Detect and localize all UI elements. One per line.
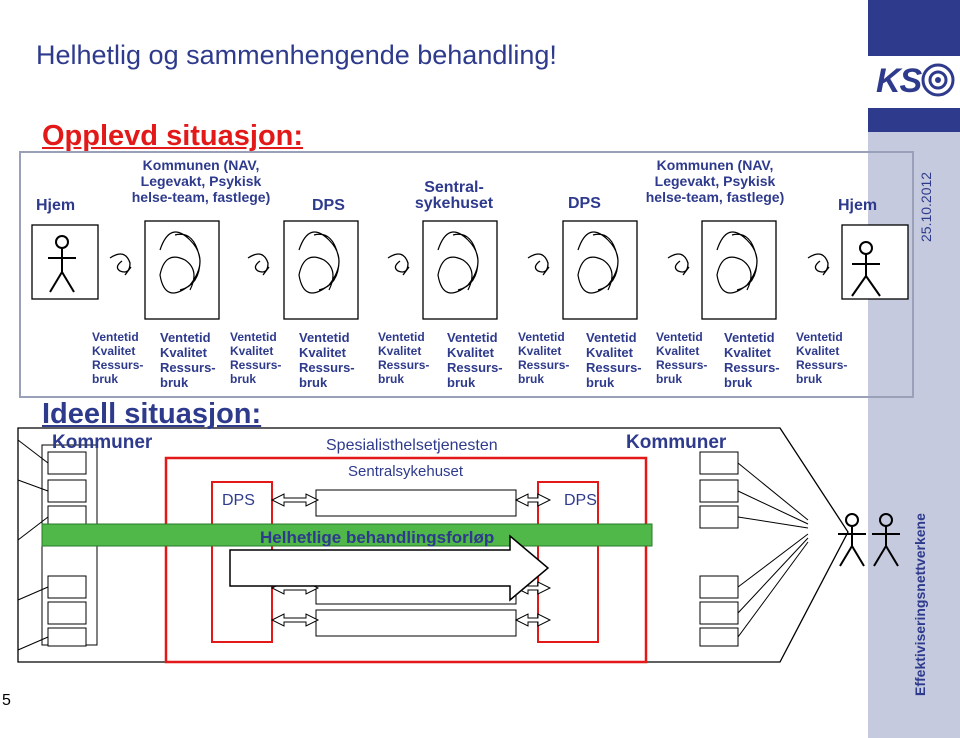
metric-line: Kvalitet [518,344,562,358]
station-line: helse-team, fastlege) [645,189,785,205]
metric-line: bruk [92,372,119,386]
metric-line: Ressurs- [378,358,430,372]
metric-line: Ventetid [230,330,277,344]
ideell-heading: Ideell situasjon: [42,398,262,430]
metric-line: bruk [447,375,476,390]
station-line: Kommunen (NAV, [142,157,260,173]
station-label: DPS [568,195,601,212]
kommuner-right-label: Kommuner [626,432,727,453]
station-label: Hjem [36,197,76,214]
station-line: Sentral- [424,179,484,196]
page-number: 5 [2,692,11,709]
metric-line: Kvalitet [586,345,633,360]
metric-line: Kvalitet [656,344,700,358]
metric-line: Ressurs- [586,360,642,375]
metric-line: Kvalitet [796,344,840,358]
metric-line: Ressurs- [656,358,708,372]
metric-line: bruk [656,372,683,386]
metric-line: Ventetid [724,330,775,345]
metric-line: bruk [378,372,405,386]
sidebar-mid-band [868,108,960,132]
metric-line: bruk [299,375,328,390]
dps-left-label: DPS [222,492,255,509]
station-line: sykehuset [414,195,494,212]
station-line: helse-team, fastlege) [131,189,271,205]
station-line: Legevakt, Psykisk [140,173,262,189]
metric-line: bruk [160,375,189,390]
metric-line: Kvalitet [299,345,346,360]
metric-line: Ventetid [796,330,843,344]
metric-line: Ressurs- [299,360,355,375]
forlop-label: Helhetlige behandlingsforløp [260,528,495,547]
seal-icon [921,63,955,97]
station-line: Kommunen (NAV, [656,157,774,173]
metric-line: bruk [724,375,753,390]
metric-line: Ressurs- [230,358,282,372]
metric-line: Ventetid [586,330,637,345]
dps-right-label: DPS [564,492,597,509]
metric-line: Ventetid [160,330,211,345]
station-line: Legevakt, Psykisk [654,173,776,189]
station-label: DPS [312,197,345,214]
station-label: Kommunen (NAV, Legevakt, Psykisk helse-t… [640,157,790,205]
metric-line: Ventetid [378,330,425,344]
metric-line: Ressurs- [796,358,848,372]
metric-line: Ressurs- [724,360,780,375]
metric-line: bruk [586,375,615,390]
kommuner-left-label: Kommuner [52,432,153,453]
metric-line: Kvalitet [92,344,136,358]
ks-logo: KS [876,62,922,100]
metric-line: Ressurs- [447,360,503,375]
page-title: Helhetlig og sammenhengende behandling! [36,40,557,70]
station-label: Sentral- sykehuset [414,180,494,212]
metric-line: Ressurs- [160,360,216,375]
metric-line: Kvalitet [378,344,422,358]
metric-line: Kvalitet [724,345,771,360]
opplevd-heading: Opplevd situasjon: [42,120,304,152]
metric-line: Ventetid [299,330,350,345]
metric-line: Ressurs- [518,358,570,372]
metric-line: bruk [518,372,545,386]
metric-line: Kvalitet [160,345,207,360]
station-label: Kommunen (NAV, Legevakt, Psykisk helse-t… [126,157,276,205]
metric-line: Ventetid [447,330,498,345]
metric-line: Kvalitet [447,345,494,360]
metric-line: Kvalitet [230,344,274,358]
metric-line: bruk [230,372,257,386]
sidebar-top-band [868,0,960,56]
metric-line: Ventetid [656,330,703,344]
metric-line: Ventetid [92,330,139,344]
metric-line: bruk [796,372,823,386]
metric-line: Ventetid [518,330,565,344]
spesialist-label: Spesialisthelsetjenesten [326,437,498,454]
station-label: Hjem [838,197,878,214]
metric-line: Ressurs- [92,358,144,372]
sentral-label: Sentralsykehuset [348,463,464,480]
